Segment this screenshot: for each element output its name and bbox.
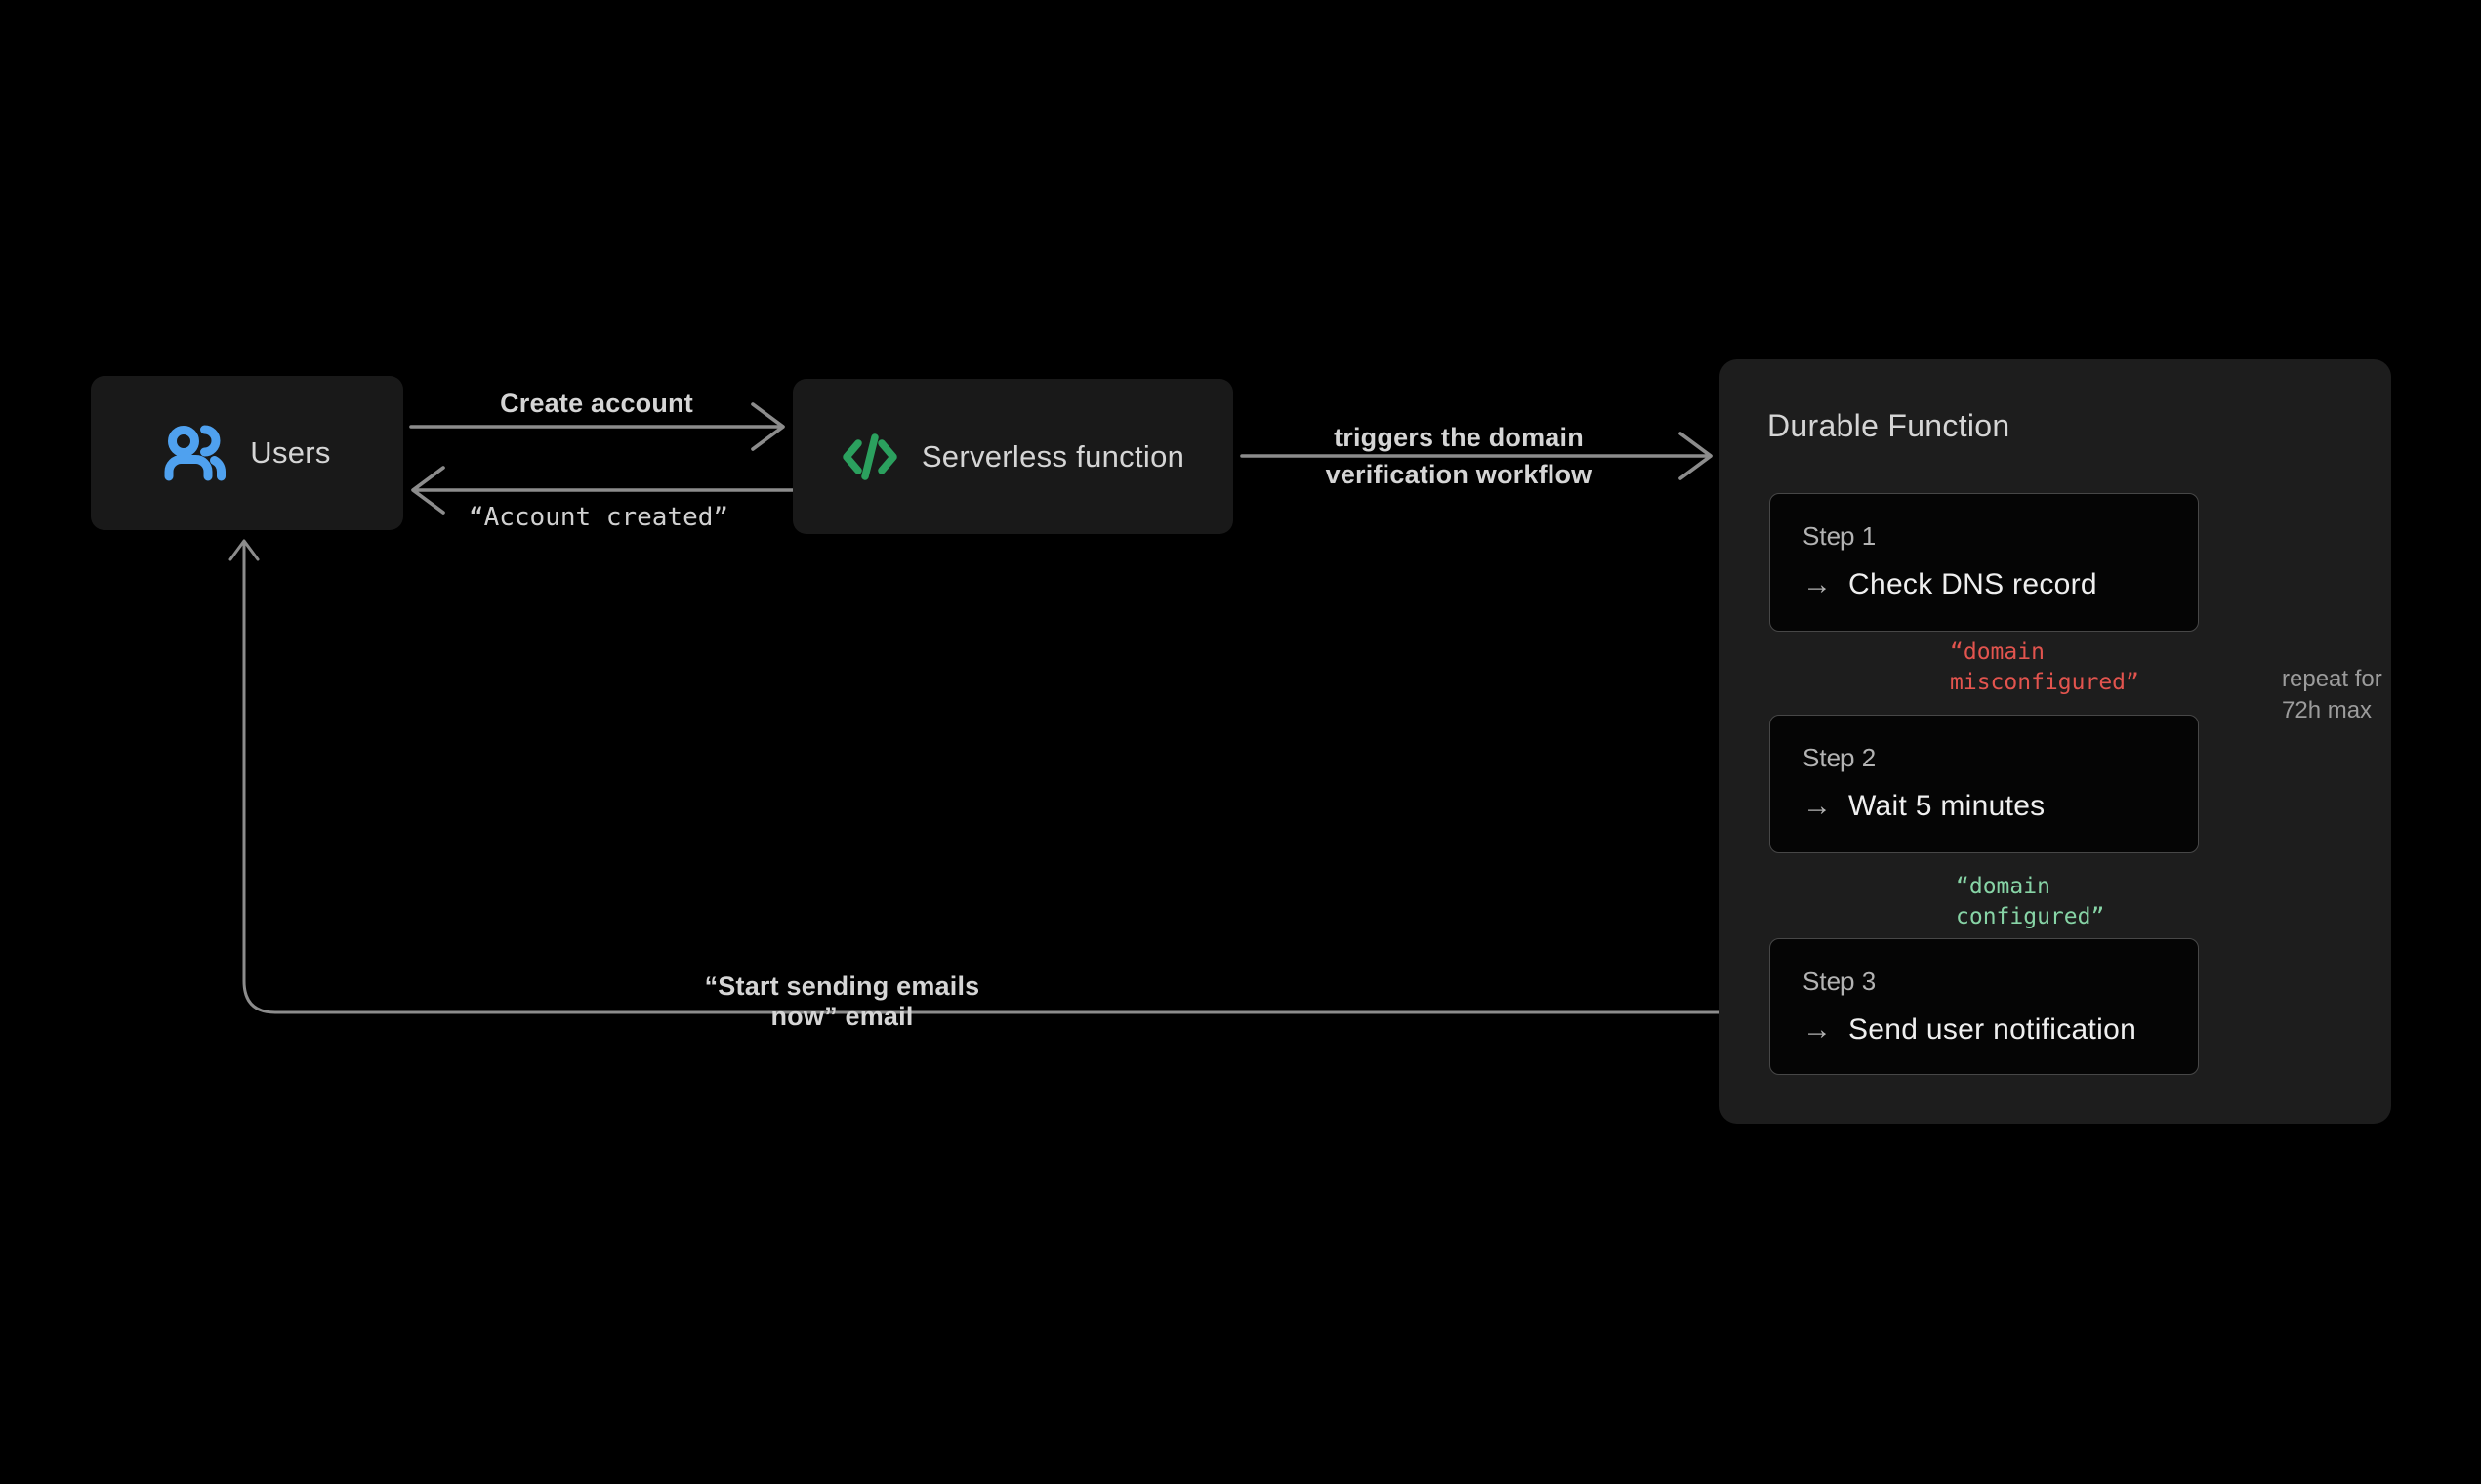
account-created-label: “Account created” xyxy=(468,503,729,532)
domain-misconfigured-label: “domain misconfigured” xyxy=(1950,639,2139,695)
arrow-right-icon: → xyxy=(1802,1013,1832,1046)
users-node: Users xyxy=(91,376,403,530)
users-label: Users xyxy=(250,435,331,470)
create-account-arrow xyxy=(409,402,785,451)
start-sending-emails-label: “Start sending emails now” email xyxy=(704,971,980,1031)
step-1-name: Step 1 xyxy=(1802,521,1877,551)
serverless-label: Serverless function xyxy=(921,438,1185,474)
step-3-card: Step 3 → Send user notification xyxy=(1769,938,2199,1075)
step-1-action: Check DNS record xyxy=(1848,568,2097,600)
users-icon xyxy=(164,425,227,481)
step-3-name: Step 3 xyxy=(1802,967,1877,996)
step-2-action: Wait 5 minutes xyxy=(1848,790,2046,822)
step-2-name: Step 2 xyxy=(1802,743,1877,772)
step-3-action: Send user notification xyxy=(1848,1013,2137,1046)
durable-function-panel: Durable Function Step 1 → Check DNS reco… xyxy=(1719,359,2391,1124)
triggers-workflow-label: triggers the domain verification workflo… xyxy=(1325,423,1592,489)
repeat-72h-label: repeat for 72h max xyxy=(2282,666,2382,723)
step-2-card: Step 2 → Wait 5 minutes xyxy=(1769,715,2199,853)
triggers-arrow xyxy=(1240,432,1713,480)
arrow-right-icon: → xyxy=(1802,790,1832,822)
code-icon xyxy=(843,433,897,480)
step-1-card: Step 1 → Check DNS record xyxy=(1769,493,2199,632)
notify-arrow xyxy=(228,539,1771,1014)
serverless-node: Serverless function xyxy=(793,379,1233,534)
domain-configured-label: “domain configured” xyxy=(1956,874,2105,929)
create-account-label: Create account xyxy=(500,389,693,418)
arrow-right-icon: → xyxy=(1802,568,1832,600)
durable-function-title: Durable Function xyxy=(1767,408,2010,443)
